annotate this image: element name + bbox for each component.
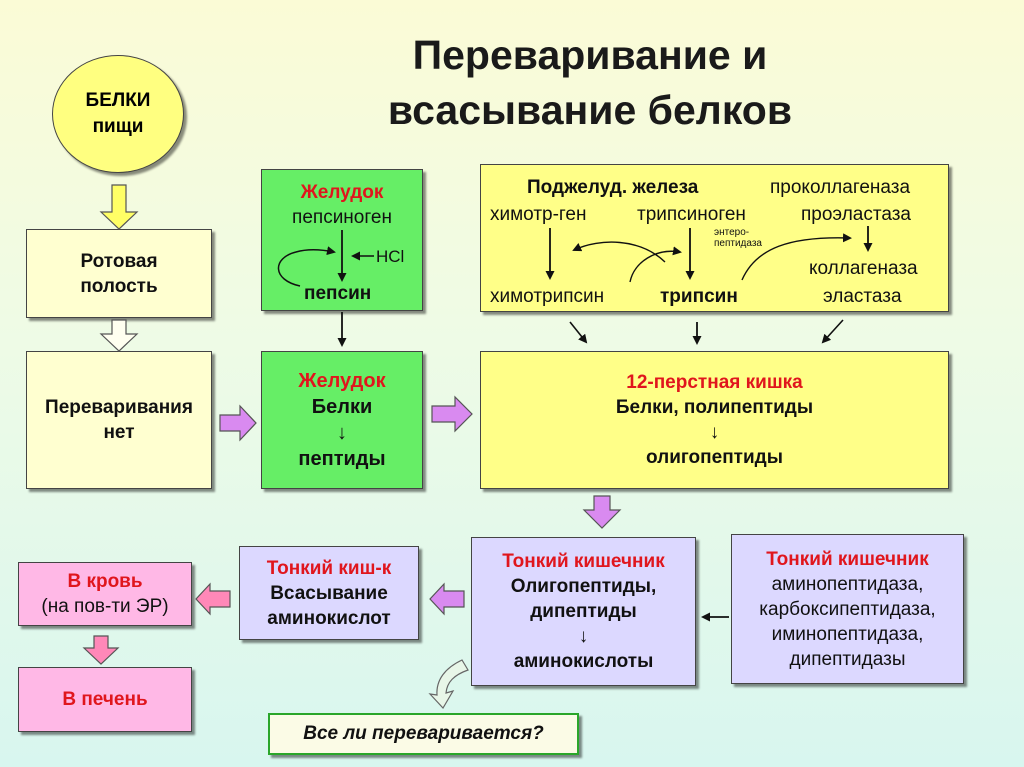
aminopeptidase-label: аминопептидаза,	[771, 573, 924, 595]
proelastase-label: проэластаза	[801, 204, 911, 225]
hcl-label: HCl	[376, 247, 405, 266]
liver-header: В печень	[62, 689, 148, 710]
small-int-right-header: Тонкий кишечник	[766, 548, 929, 570]
arrow-oral-to-no-digestion	[99, 319, 139, 352]
stomach-down-arrow: ↓	[337, 422, 347, 444]
enteropeptidase-line-2: пептидаза	[714, 238, 762, 249]
chymotrypsinogen-label: химотр-ген	[490, 204, 587, 225]
iminopeptidase-label: иминопептидаза,	[771, 623, 924, 645]
amino-acids-label: аминокислоты	[513, 651, 654, 672]
blood-header: В кровь	[67, 571, 143, 592]
duodenum-polypeptides-label: Белки, полипептиды	[615, 397, 814, 418]
arrow-no-digestion-to-stomach	[219, 404, 257, 442]
procollagenase-label: проколлагеназа	[770, 177, 911, 198]
carboxypeptidase-label: карбоксипептидаза,	[759, 598, 936, 620]
absorption-line-2: аминокислот	[267, 607, 391, 629]
stomach-top-header: Желудок	[300, 182, 384, 203]
elastase-label: эластаза	[823, 286, 902, 307]
no-digestion-line-1: Переваривания	[45, 397, 193, 418]
duodenum-down-arrow: ↓	[709, 422, 720, 443]
oral-cavity-node: Ротовая полость	[26, 229, 212, 318]
question-box: Все ли переваривается?	[268, 713, 579, 755]
duodenum-node: 12-перстная кишка Белки, полипептиды ↓ о…	[480, 351, 949, 489]
page-title: Переваривание и всасывание белков	[330, 28, 850, 138]
arrow-small-int-to-absorption	[429, 582, 465, 616]
trypsin-label: трипсин	[660, 286, 738, 307]
title-line-1: Переваривание и	[412, 32, 768, 78]
absorption-node: Тонкий киш-к Всасывание аминокислот	[239, 546, 419, 640]
dipeptidases-label: дипептидазы	[789, 648, 906, 670]
small-int-oligopeptides-label: Олигопептиды,	[510, 576, 657, 597]
trypsinogen-label: трипсиноген	[637, 204, 746, 225]
pancreas-header: Поджелуд. железа	[527, 177, 699, 198]
arrow-absorption-to-blood	[195, 582, 231, 616]
food-proteins-node: БЕЛКИ пищи	[52, 55, 184, 173]
liver-node: В печень	[18, 667, 192, 732]
absorption-line-1: Всасывание	[270, 582, 388, 604]
oral-line-2: полость	[80, 275, 158, 297]
chymotrypsin-label: химотрипсин	[490, 286, 605, 307]
blood-line-1: (на пов-ти ЭР)	[41, 596, 169, 617]
no-digestion-line-2: нет	[103, 422, 135, 443]
small-int-center-header: Тонкий кишечник	[502, 551, 665, 572]
oral-line-1: Ротовая	[80, 250, 158, 272]
question-label: Все ли переваривается?	[303, 723, 544, 744]
pepsin-label: пепсин	[304, 283, 372, 304]
absorption-header: Тонкий киш-к	[266, 557, 392, 579]
arrow-duodenum-to-small-intestine	[582, 495, 622, 529]
stomach-mid-header: Желудок	[298, 370, 386, 392]
arrow-to-question	[428, 659, 469, 709]
oligopeptides-label: олигопептиды	[646, 447, 783, 468]
blood-node: В кровь (на пов-ти ЭР)	[18, 562, 192, 626]
pepsinogen-label: пепсиноген	[292, 207, 392, 228]
enteropeptidase-line-1: энтеро-	[714, 227, 750, 238]
peptides-label: пептиды	[298, 448, 386, 470]
stomach-proteins-label: Белки	[311, 396, 373, 418]
arrow-food-to-oral	[99, 184, 139, 230]
collagenase-label: коллагеназа	[809, 258, 918, 279]
duodenum-header: 12-перстная кишка	[626, 372, 803, 393]
small-intestine-enzymes-node: Тонкий кишечник аминопептидаза, карбокси…	[731, 534, 964, 684]
arrow-blood-to-liver	[82, 635, 120, 665]
small-int-down-arrow: ↓	[578, 626, 589, 647]
title-line-2: всасывание белков	[387, 87, 793, 133]
food-line-1: БЕЛКИ	[85, 90, 151, 111]
stomach-digestion-node: Желудок Белки ↓ пептиды	[261, 351, 423, 489]
arrow-stomach-to-duodenum	[431, 395, 473, 433]
food-line-2: пищи	[92, 116, 144, 137]
small-int-dipeptides-label: дипептиды	[530, 601, 637, 622]
pancreas-node	[480, 164, 949, 312]
small-intestine-digestion-node: Тонкий кишечник Олигопептиды, дипептиды …	[471, 537, 696, 686]
